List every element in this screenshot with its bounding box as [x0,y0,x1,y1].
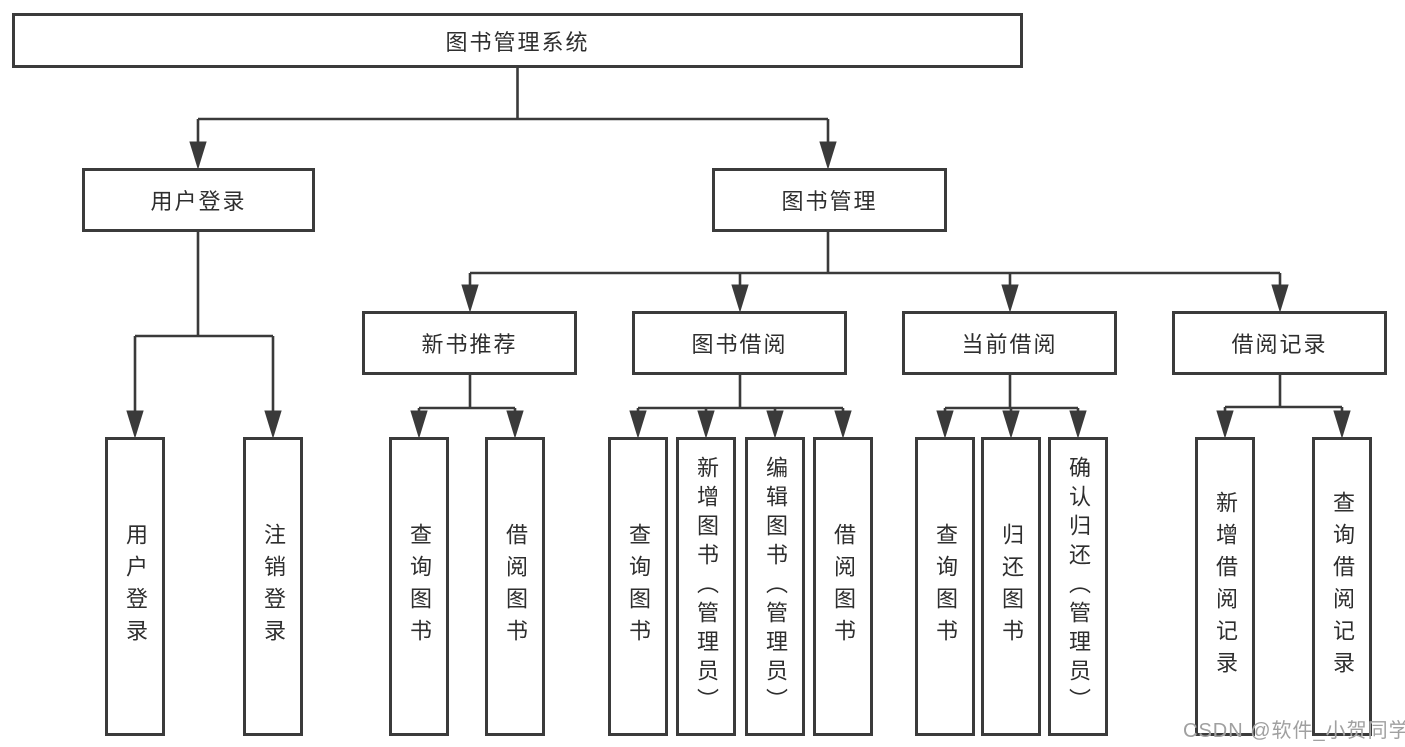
leaf-current-return-book: 归还图书 [981,437,1041,736]
leaf-newrec-borrow-book: 借阅图书 [485,437,545,736]
node-label: 图书借阅 [691,332,788,357]
arrowhead-icon [1271,284,1289,313]
arrowhead-icon [731,284,749,313]
node-label: 查询图书 [933,522,958,651]
node-book-management: 图书管理 [712,168,947,232]
arrowhead-icon [629,410,647,439]
node-label: 归还图书 [999,522,1024,651]
arrowhead-icon [1002,410,1020,439]
leaf-borrow-add-book-admin: 新增图书（管理员） [676,437,736,736]
leaf-newrec-query-book: 查询图书 [389,437,449,736]
node-label: 图书管理 [781,189,878,214]
node-user-login: 用户登录 [82,168,315,232]
node-label: 借阅图书 [503,522,528,651]
node-label: 新增图书（管理员） [694,456,719,717]
leaf-borrow-borrow-book: 借阅图书 [813,437,873,736]
leaf-user-login: 用户登录 [105,437,165,736]
connector-userlogin-to-leaves [133,232,275,413]
node-label: 借阅记录 [1231,332,1328,357]
node-label: 查询借阅记录 [1330,490,1355,683]
connector-newrec-to-leaves [417,375,517,413]
arrowhead-icon [189,141,207,170]
leaf-current-confirm-return-admin: 确认归还（管理员） [1048,437,1108,736]
node-label: 当前借阅 [961,332,1058,357]
node-new-book-recommend: 新书推荐 [362,311,577,375]
node-label: 借阅图书 [831,522,856,651]
arrowhead-icon [506,410,524,439]
arrowhead-icon [1333,410,1351,439]
connector-bookmgmt-to-level3 [468,232,1282,287]
arrowhead-icon [461,284,479,313]
connector-current-to-leaves [943,375,1080,413]
node-label: 图书管理系统 [445,29,590,55]
arrowhead-icon [697,410,715,439]
arrowhead-icon [126,410,144,439]
arrowhead-icon [264,410,282,439]
csdn-watermark: CSDN @软件_小贺同学 [1183,720,1405,742]
node-label: 查询图书 [626,522,651,651]
leaf-borrow-query-book: 查询图书 [608,437,668,736]
node-label: 用户登录 [123,522,148,651]
connector-record-to-leaves [1223,375,1344,413]
node-label: 新书推荐 [421,332,518,357]
arrowhead-icon [819,141,837,170]
arrowhead-icon [1216,410,1234,439]
node-label: 确认归还（管理员） [1066,456,1091,717]
arrowhead-icon [766,410,784,439]
arrowhead-icon [834,410,852,439]
node-book-borrow: 图书借阅 [632,311,847,375]
leaf-current-query-book: 查询图书 [915,437,975,736]
connector-borrow-to-leaves [636,375,845,413]
node-label: 注销登录 [261,522,286,651]
node-borrow-record: 借阅记录 [1172,311,1387,375]
node-current-borrow: 当前借阅 [902,311,1117,375]
node-root: 图书管理系统 [12,13,1023,68]
node-label: 编辑图书（管理员） [763,456,788,717]
leaf-borrow-edit-book-admin: 编辑图书（管理员） [745,437,805,736]
node-label: 新增借阅记录 [1213,490,1238,683]
node-label: 用户登录 [150,189,247,214]
leaf-record-query-record: 查询借阅记录 [1312,437,1372,736]
node-label: 查询图书 [407,522,432,651]
connector-root-to-level2 [196,68,830,144]
arrowhead-icon [410,410,428,439]
arrowhead-icon [1069,410,1087,439]
arrowhead-icon [936,410,954,439]
leaf-logout: 注销登录 [243,437,303,736]
leaf-record-add-record: 新增借阅记录 [1195,437,1255,736]
arrowhead-icon [1001,284,1019,313]
